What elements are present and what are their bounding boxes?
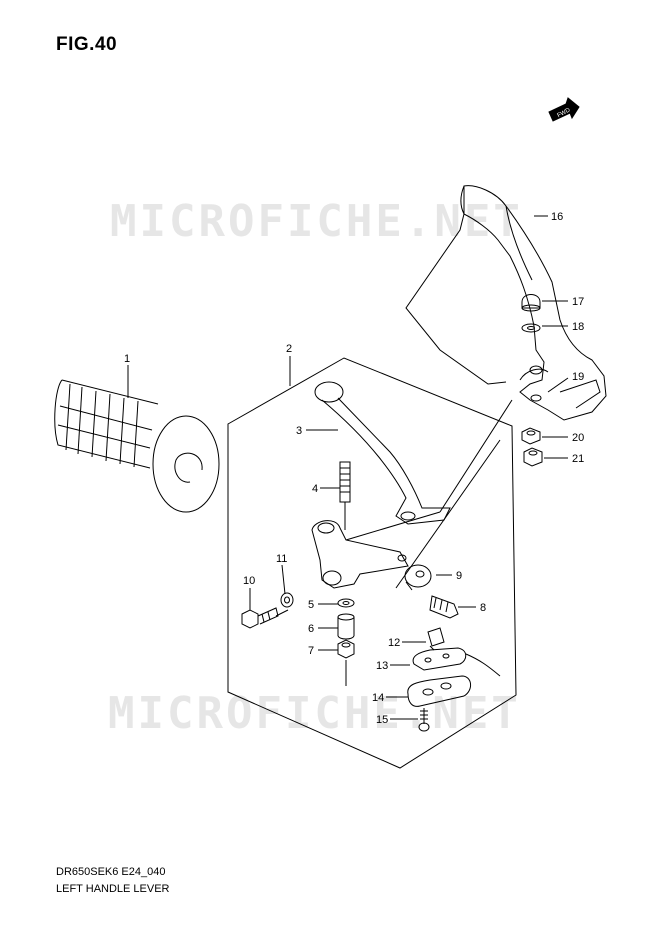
nut-7 xyxy=(337,639,355,659)
lever-holder-bracket xyxy=(311,511,441,589)
callout-6: 6 xyxy=(308,623,314,635)
switch-body-14 xyxy=(407,675,471,707)
callout-18: 18 xyxy=(572,321,584,333)
callout-3: 3 xyxy=(296,425,302,437)
callout-17: 17 xyxy=(572,296,584,308)
nut-21 xyxy=(523,447,543,467)
figure-title: FIG.40 xyxy=(56,34,118,55)
callout-2: 2 xyxy=(286,343,292,355)
diagram-caption: LEFT HANDLE LEVER xyxy=(56,883,170,895)
callout-16: 16 xyxy=(551,211,563,223)
nut-20 xyxy=(521,427,541,445)
callout-10: 10 xyxy=(243,575,255,587)
callout-9: 9 xyxy=(456,570,462,582)
cap-nut-17 xyxy=(521,294,541,312)
forward-direction-badge: FWD xyxy=(548,97,580,122)
callout-15: 15 xyxy=(376,714,388,726)
adjuster-bolt xyxy=(339,461,351,530)
washer-5 xyxy=(337,598,355,608)
watermark-top: MICROFICHE.NET xyxy=(110,196,523,247)
callout-13: 13 xyxy=(376,660,388,672)
callout-11: 11 xyxy=(276,553,287,565)
diagram-code: DR650SEK6 E24_040 xyxy=(56,866,166,878)
callout-19: 19 xyxy=(572,371,584,383)
watermark-bottom: MICROFICHE.NET xyxy=(108,688,521,739)
callout-21: 21 xyxy=(572,453,584,465)
callout-7: 7 xyxy=(308,645,314,657)
cable-adjuster-8 xyxy=(429,595,459,619)
ring-11 xyxy=(280,592,294,608)
clamp-12 xyxy=(427,627,445,651)
spacer-6 xyxy=(337,613,355,640)
callout-8: 8 xyxy=(480,602,486,614)
callout-5: 5 xyxy=(308,599,314,611)
clutch-lever xyxy=(314,381,451,525)
pivot-bolt-10 xyxy=(241,607,279,629)
switch-plate-13 xyxy=(412,647,501,677)
hand-guard-16 xyxy=(405,185,607,421)
callout-14: 14 xyxy=(372,692,384,704)
adjuster-knob-9 xyxy=(404,564,432,591)
screw-15 xyxy=(418,708,430,732)
callout-1: 1 xyxy=(124,353,130,365)
callout-4: 4 xyxy=(312,483,318,495)
callout-12: 12 xyxy=(388,637,400,649)
callout-20: 20 xyxy=(572,432,584,444)
lever-assembly-outline xyxy=(227,357,517,769)
handle-grip xyxy=(54,379,220,513)
washer-18 xyxy=(521,323,541,333)
